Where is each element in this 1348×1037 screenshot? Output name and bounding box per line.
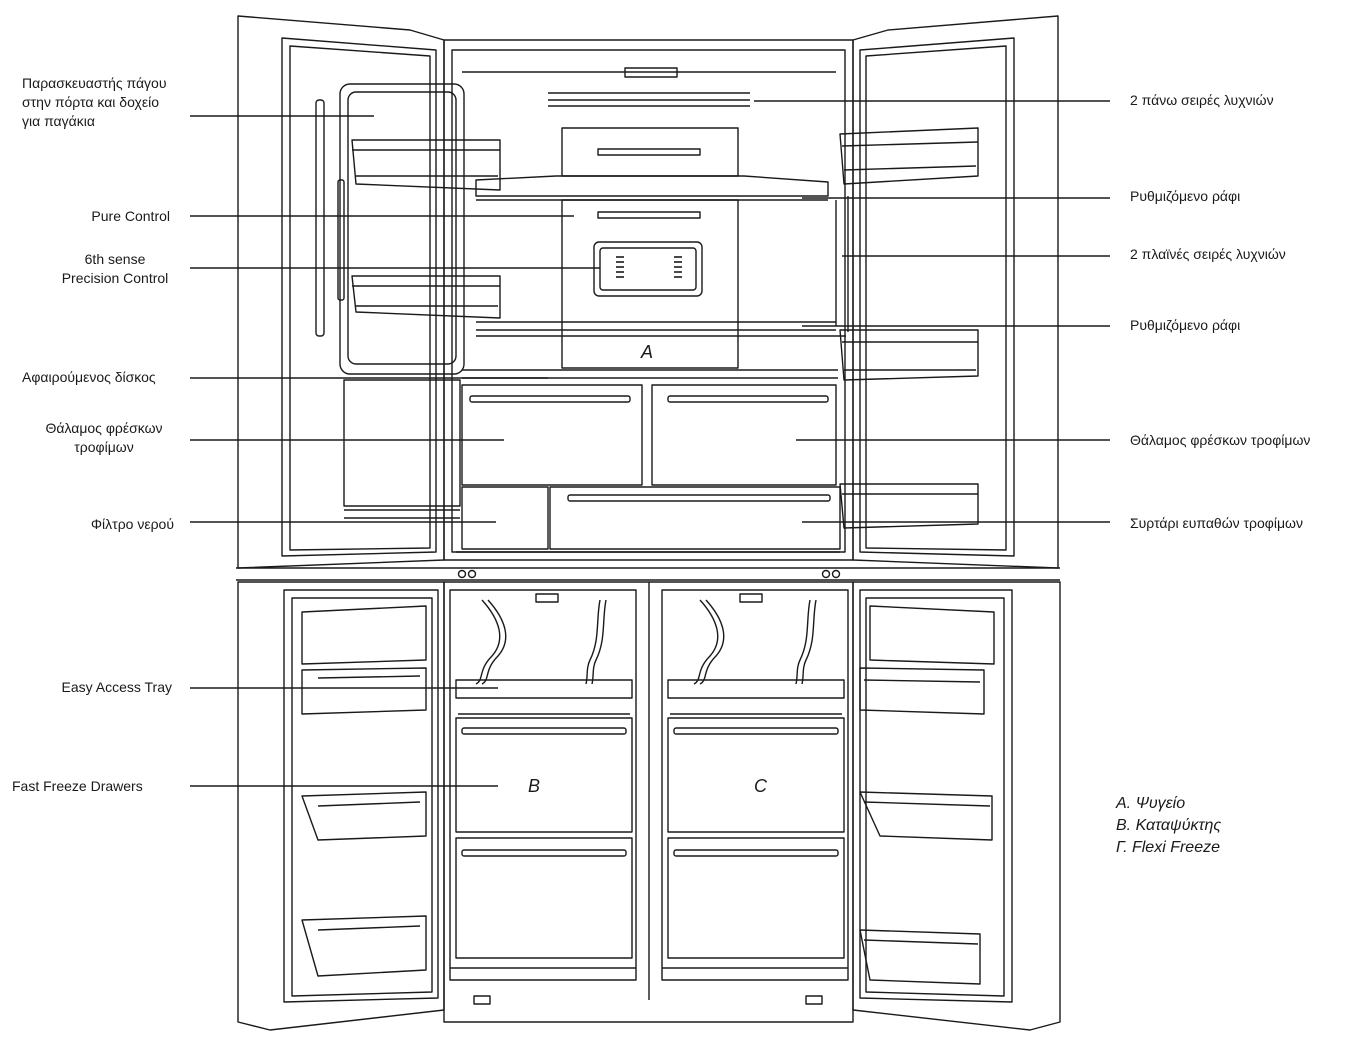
legend-item-b: B. Καταψύκτης xyxy=(1116,817,1222,834)
fridge-cabinet xyxy=(443,39,854,561)
label-fresh-chamber-right: Θάλαμος φρέσκων τροφίμων xyxy=(1130,432,1311,448)
label-top-lamps: 2 πάνω σειρές λυχνιών xyxy=(1130,92,1274,108)
label-side-lamps: 2 πλαϊνές σειρές λυχνιών xyxy=(1130,246,1286,262)
label-ice-maker: Παρασκευαστής πάγου στην πόρτα και δοχεί… xyxy=(22,75,167,129)
label-fast-freeze: Fast Freeze Drawers xyxy=(12,778,143,794)
freezer-right-door xyxy=(852,581,1061,1031)
label-easy-access-tray: Easy Access Tray xyxy=(61,679,172,695)
fridge-left-door xyxy=(237,15,501,569)
label-sixth-sense: 6th sense Precision Control xyxy=(61,251,169,286)
legend: A. Ψυγείο B. Καταψύκτης Γ. Flexi Freeze xyxy=(1116,793,1221,859)
label-delicate-drawer: Συρτάρι ευπαθών τροφίμων xyxy=(1130,515,1303,531)
label-water-filter: Φίλτρο νερού xyxy=(90,516,174,532)
legend-item-c: Γ. Flexi Freeze xyxy=(1116,839,1220,856)
leader-lines xyxy=(190,100,1110,787)
label-adjustable-shelf-1: Ρυθμιζόμενο ράφι xyxy=(1130,188,1241,204)
freezer-left-door xyxy=(237,581,445,1031)
zone-c-label: C xyxy=(754,776,767,796)
zone-a-label: A xyxy=(641,342,654,362)
label-removable-disc: Αφαιρούμενος δίσκος xyxy=(22,369,156,385)
freezer-cabinet xyxy=(443,581,854,1023)
zone-b-label: B xyxy=(528,776,541,796)
label-fresh-chamber-left: Θάλαμος φρέσκων τροφίμων xyxy=(45,420,163,455)
label-adjustable-shelf-2: Ρυθμιζόμενο ράφι xyxy=(1130,317,1241,333)
fridge-right-door xyxy=(839,15,1059,569)
legend-item-a: A. Ψυγείο xyxy=(1116,795,1186,812)
middle-hinge-bar xyxy=(236,567,1060,581)
label-pure-control: Pure Control xyxy=(91,208,170,224)
